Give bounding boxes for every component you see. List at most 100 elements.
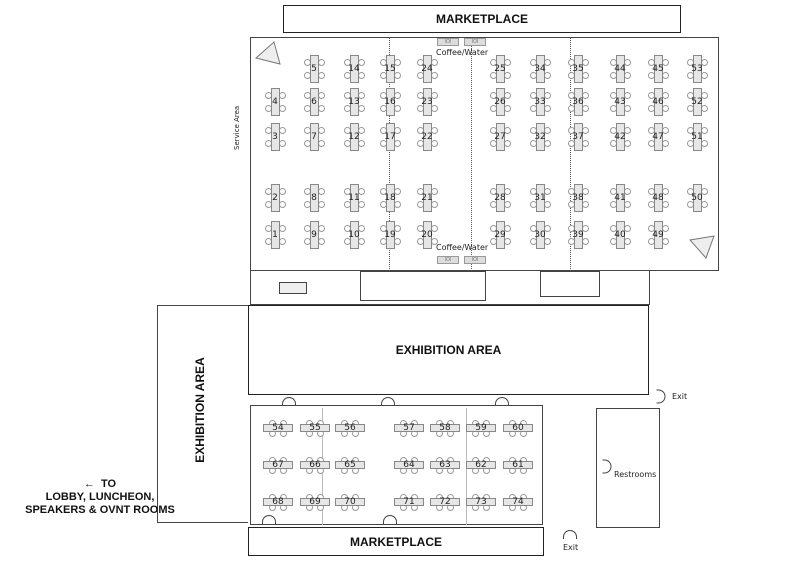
table[interactable] [310,221,319,249]
table[interactable] [335,461,365,469]
table[interactable] [496,123,505,151]
table[interactable] [386,123,395,151]
table-number: 42 [614,132,626,142]
table[interactable] [574,123,583,151]
table[interactable] [654,221,663,249]
door[interactable] [282,397,296,406]
table-number: 40 [614,230,626,240]
table[interactable] [423,184,432,212]
table[interactable] [536,88,545,116]
exit-bottom-label: Exit [563,543,579,552]
table[interactable] [430,498,460,506]
table[interactable] [574,88,583,116]
table[interactable] [503,424,533,432]
table-number: 52 [691,97,703,107]
table-number: 18 [384,193,396,203]
table-number: 72 [439,497,451,507]
table[interactable] [693,88,702,116]
table[interactable] [310,123,319,151]
table[interactable] [335,498,365,506]
coffee-station-icon: IOI [464,38,486,46]
table[interactable] [430,461,460,469]
marketplace-bottom-label: MARKETPLACE [350,534,442,549]
table[interactable] [394,498,424,506]
table[interactable] [386,55,395,83]
table[interactable] [466,424,496,432]
table[interactable] [423,55,432,83]
table[interactable] [350,123,359,151]
table[interactable] [496,184,505,212]
table[interactable] [654,55,663,83]
table-number: 34 [534,64,546,74]
table[interactable] [654,184,663,212]
table[interactable] [271,123,280,151]
table[interactable] [263,424,293,432]
table[interactable] [654,88,663,116]
table[interactable] [536,55,545,83]
table[interactable] [386,184,395,212]
table[interactable] [271,221,280,249]
table[interactable] [503,498,533,506]
table[interactable] [394,461,424,469]
table[interactable] [616,184,625,212]
table[interactable] [300,461,330,469]
table[interactable] [386,88,395,116]
table[interactable] [271,88,280,116]
door[interactable] [262,515,276,524]
table[interactable] [335,424,365,432]
table[interactable] [616,88,625,116]
table[interactable] [466,461,496,469]
table[interactable] [574,55,583,83]
table-number: 62 [475,460,487,470]
table[interactable] [271,184,280,212]
table[interactable] [536,184,545,212]
table[interactable] [503,461,533,469]
table[interactable] [496,221,505,249]
table[interactable] [693,123,702,151]
table[interactable] [310,184,319,212]
table[interactable] [350,221,359,249]
table-number: 63 [439,460,451,470]
table[interactable] [263,498,293,506]
table[interactable] [310,55,319,83]
table[interactable] [386,221,395,249]
exit-door[interactable] [563,530,577,539]
table[interactable] [423,88,432,116]
door[interactable] [381,397,395,406]
table[interactable] [423,221,432,249]
table[interactable] [394,424,424,432]
table[interactable] [574,221,583,249]
door[interactable] [495,397,509,406]
table-number: 8 [311,193,317,203]
table-number: 6 [311,97,317,107]
table[interactable] [574,184,583,212]
table[interactable] [350,184,359,212]
table[interactable] [496,88,505,116]
table[interactable] [536,123,545,151]
table[interactable] [430,424,460,432]
exit-door[interactable] [656,389,666,404]
table[interactable] [693,184,702,212]
table[interactable] [616,221,625,249]
table[interactable] [310,88,319,116]
table-number: 59 [475,423,487,433]
table[interactable] [496,55,505,83]
table[interactable] [616,55,625,83]
table[interactable] [300,498,330,506]
table-number: 22 [421,132,433,142]
lower-hall [250,405,543,525]
table[interactable] [350,88,359,116]
table[interactable] [466,498,496,506]
table[interactable] [616,123,625,151]
table[interactable] [693,55,702,83]
table[interactable] [300,424,330,432]
door[interactable] [383,515,397,524]
table[interactable] [654,123,663,151]
chair-icon [279,92,286,99]
table[interactable] [350,55,359,83]
table[interactable] [263,461,293,469]
table[interactable] [423,123,432,151]
table-number: 35 [572,64,584,74]
table[interactable] [536,221,545,249]
